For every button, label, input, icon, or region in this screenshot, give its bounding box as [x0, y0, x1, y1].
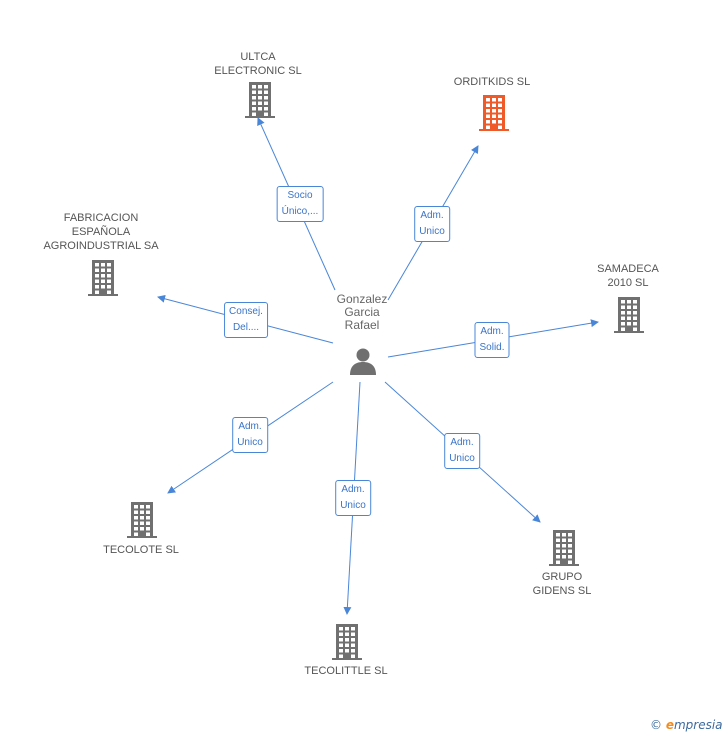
company-label-line: FABRICACION [63, 212, 139, 224]
brand-name: mpresia [673, 718, 723, 732]
company-node-ultca[interactable] [245, 82, 275, 123]
building-icon[interactable] [549, 530, 579, 566]
company-label-tecolote[interactable]: TECOLOTE SL [103, 543, 179, 557]
role-text: Único,... [281, 206, 319, 217]
company-label-line: TECOLITTLE SL [304, 665, 388, 677]
role-box-grupo[interactable]: Adm. Unico [444, 433, 480, 469]
role-box-samadeca[interactable]: Adm. Solid. [474, 322, 510, 358]
role-text: Solid. [479, 342, 505, 353]
company-label-line: AGROINDUSTRIAL SA [43, 240, 159, 252]
company-node-fabricacion[interactable] [88, 260, 118, 301]
company-label-fabricacion[interactable]: FABRICACION ESPAÑOLA AGROINDUSTRIAL SA [43, 211, 158, 253]
company-label-line: GIDENS SL [532, 585, 592, 597]
company-label-line: 2010 SL [607, 277, 649, 289]
role-text: Adm. [341, 484, 365, 495]
company-node-tecolittle[interactable] [332, 624, 362, 665]
building-icon[interactable] [332, 624, 362, 660]
role-text: Socio [287, 190, 313, 201]
company-label-orditkids[interactable]: ORDITKIDS SL [454, 75, 530, 89]
building-icon[interactable] [614, 297, 644, 333]
role-text: Unico [419, 226, 445, 237]
company-label-line: ESPAÑOLA [71, 226, 131, 238]
role-text: Unico [449, 453, 475, 464]
company-node-grupo[interactable] [549, 530, 579, 571]
role-text: Adm. [238, 421, 262, 432]
building-icon[interactable] [479, 95, 509, 131]
role-text: Adm. [450, 437, 474, 448]
company-label-grupo[interactable]: GRUPO GIDENS SL [533, 570, 592, 598]
role-text: Del.... [232, 322, 260, 333]
company-node-tecolote[interactable] [127, 502, 157, 543]
company-node-orditkids[interactable] [479, 95, 509, 136]
building-icon[interactable] [88, 260, 118, 296]
company-label-line: ULTCA [240, 51, 276, 63]
brand-initial: e [665, 718, 674, 732]
person-icon[interactable] [348, 346, 378, 376]
building-icon[interactable] [127, 502, 157, 538]
role-text: Adm. [480, 326, 504, 337]
company-label-samadeca[interactable]: SAMADECA 2010 SL [597, 262, 659, 290]
center-person-name: Gonzalez Garcia Rafael [336, 292, 388, 332]
role-text: Consej. [229, 306, 263, 317]
copyright-symbol: © [650, 718, 662, 732]
company-label-line: TECOLOTE SL [103, 544, 179, 556]
role-box-orditkids[interactable]: Adm. Unico [414, 206, 450, 242]
role-box-fabricacion[interactable]: Consej. Del.... [224, 302, 268, 338]
role-box-tecolittle[interactable]: Adm. Unico [335, 480, 371, 516]
role-box-tecolote[interactable]: Adm. Unico [232, 417, 268, 453]
company-label-line: GRUPO [541, 571, 583, 583]
role-text: Unico [237, 437, 263, 448]
building-icon[interactable] [245, 82, 275, 118]
role-text: Unico [340, 500, 366, 511]
company-label-tecolittle[interactable]: TECOLITTLE SL [304, 664, 387, 678]
company-label-ultca[interactable]: ULTCA ELECTRONIC SL [214, 50, 301, 78]
company-label-line: ELECTRONIC SL [214, 65, 302, 77]
company-node-samadeca[interactable] [614, 297, 644, 338]
footer-brand: © empresia [650, 718, 723, 732]
company-label-line: ORDITKIDS SL [453, 76, 531, 88]
role-text: Adm. [420, 210, 444, 221]
company-label-line: SAMADECA [597, 263, 659, 275]
